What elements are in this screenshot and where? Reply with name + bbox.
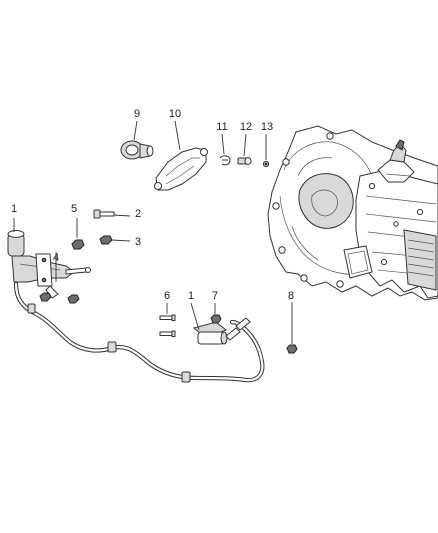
callout-2: 2	[135, 208, 141, 220]
nut	[210, 314, 222, 324]
callout-1-master-cylinder: 1	[11, 203, 17, 215]
callout-13: 13	[261, 121, 273, 133]
release-fork	[154, 147, 208, 191]
clutch-slave-connector	[192, 317, 251, 345]
callout-6: 6	[164, 290, 170, 302]
callout-1-slave: 1	[188, 290, 194, 302]
hydraulic-line	[13, 281, 265, 383]
transmission-assembly	[267, 125, 438, 301]
callout-10: 10	[169, 108, 181, 120]
stud	[159, 314, 176, 337]
pivot-stud	[237, 157, 252, 165]
callout-9: 9	[134, 108, 140, 120]
nut	[99, 235, 113, 245]
callout-5: 5	[71, 203, 77, 215]
callout-11: 11	[216, 121, 227, 133]
bolt	[93, 209, 115, 219]
nut	[71, 239, 85, 250]
callout-labels: 1 2 3 4 5 6 1 7 8 9 10 11 12 13	[11, 108, 294, 302]
clutch-master-cylinder	[7, 230, 91, 299]
callout-4: 4	[53, 252, 59, 264]
callout-12: 12	[240, 121, 252, 133]
retaining-clip	[219, 155, 231, 166]
fitting	[262, 160, 270, 168]
nut	[286, 344, 298, 354]
callout-8: 8	[288, 290, 294, 302]
leader-lines	[13, 120, 293, 344]
mounting-nut	[39, 292, 80, 304]
callout-7: 7	[212, 290, 218, 302]
callout-3: 3	[135, 236, 141, 248]
release-bearing	[120, 140, 154, 160]
